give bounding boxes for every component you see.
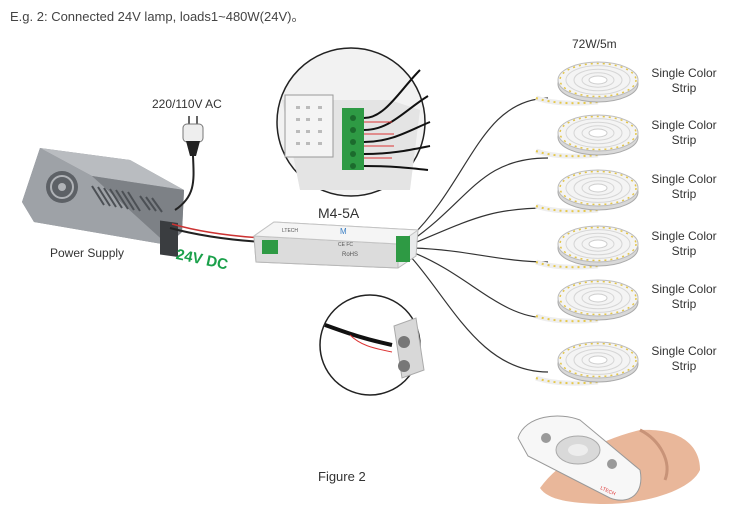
- strip-label-line1: Single Color: [651, 229, 717, 243]
- strip-label-line2: Strip: [671, 244, 697, 258]
- wire-strip-3: [411, 207, 549, 245]
- input-terminal: [262, 240, 278, 254]
- remote-control: LTECH: [517, 415, 700, 505]
- strip-label-line1: Single Color: [651, 66, 717, 80]
- strip-label-line2: Strip: [671, 187, 697, 201]
- led-strip-reel-icon: [535, 169, 639, 214]
- power-supply-label: Power Supply: [50, 246, 125, 260]
- strip-label: Single Color Strip: [644, 344, 724, 374]
- output-terminal: [396, 236, 410, 262]
- strip-label: Single Color Strip: [644, 118, 724, 148]
- controller-model-mark: M: [340, 227, 347, 236]
- terminal-zoom-inset: [276, 47, 431, 197]
- ac-voltage-label: 220/110V AC: [152, 97, 222, 111]
- wire-strip-5: [411, 251, 549, 319]
- page-title: E.g. 2: Connected 24V lamp, loads1~480W(…: [10, 9, 305, 24]
- wire-strip-4: [412, 247, 549, 263]
- strip-label-line2: Strip: [671, 81, 697, 95]
- led-strip-reel-icon: [535, 114, 639, 159]
- off-button-icon: [541, 433, 551, 443]
- controller-label: M4-5A: [318, 205, 360, 221]
- strip-spec-label: 72W/5m: [572, 37, 617, 51]
- controller-m4-5a: LTECH M CE FC RoHS: [252, 221, 420, 269]
- output-wires: [409, 97, 549, 373]
- wire-strip-2: [410, 157, 549, 242]
- rohs-mark: RoHS: [342, 252, 358, 258]
- led-strip-reel-icon: [535, 225, 639, 270]
- wire-strip-6: [409, 255, 549, 373]
- ce-mark: CE FC: [338, 242, 353, 248]
- strip-label-line2: Strip: [671, 297, 697, 311]
- dimmer-zoom-inset: [319, 294, 425, 396]
- led-strip-reel-icon: [535, 279, 639, 324]
- controller-brand: LTECH: [282, 228, 298, 234]
- strip-label-line2: Strip: [671, 359, 697, 373]
- strip-label-line1: Single Color: [651, 172, 717, 186]
- strip-label-line1: Single Color: [651, 118, 717, 132]
- wire-strip-1: [409, 97, 549, 239]
- led-strip-reel-icon: [535, 341, 639, 386]
- strip-label: Single Color Strip: [644, 282, 724, 312]
- strip-label-line1: Single Color: [651, 282, 717, 296]
- led-strip-reel-icon: [535, 61, 639, 106]
- power-supply: [22, 148, 184, 258]
- strip-label: Single Color Strip: [644, 229, 724, 259]
- on-button-icon: [607, 459, 617, 469]
- strip-label: Single Color Strip: [644, 66, 724, 96]
- ac-plug-icon: [174, 116, 204, 211]
- strip-label-line1: Single Color: [651, 344, 717, 358]
- led-strip-reels: [535, 61, 639, 386]
- strip-label: Single Color Strip: [644, 172, 724, 202]
- strip-label-line2: Strip: [671, 133, 697, 147]
- figure-caption: Figure 2: [318, 469, 366, 484]
